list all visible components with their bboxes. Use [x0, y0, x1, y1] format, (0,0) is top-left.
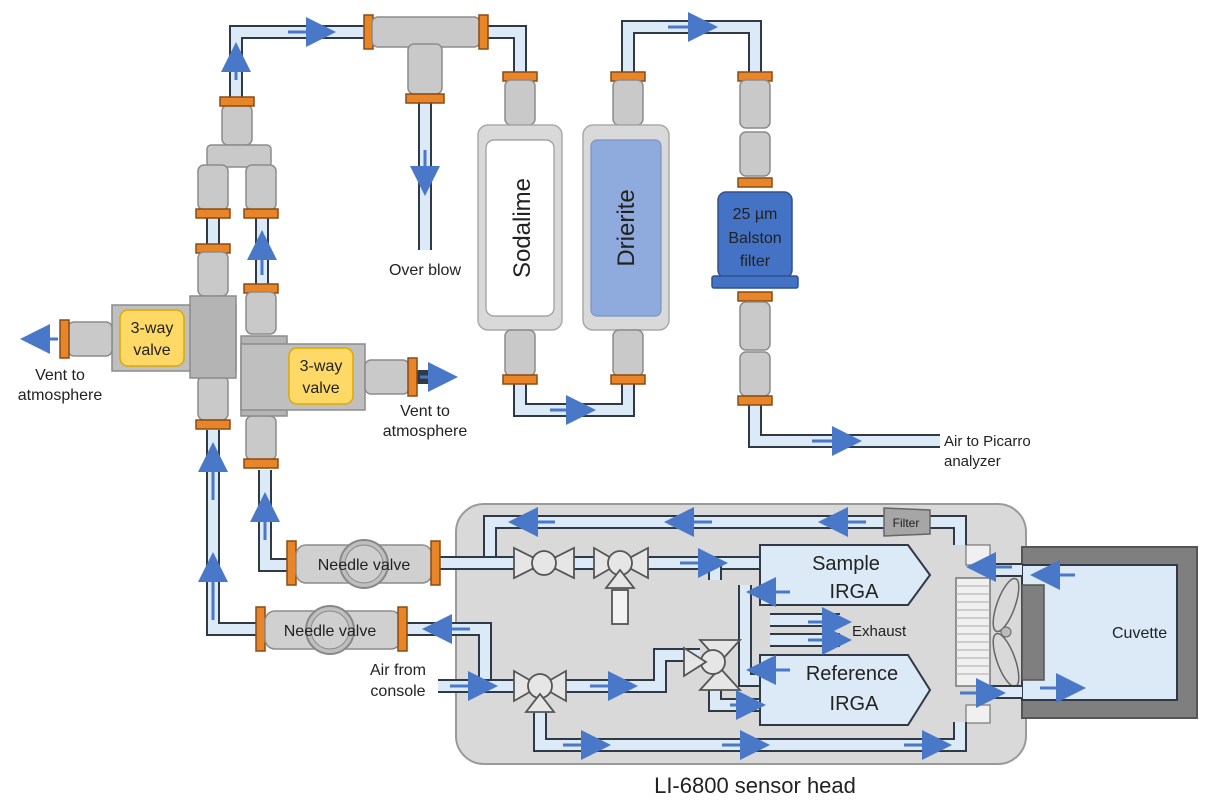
filter-line1: 25 µm	[733, 206, 778, 223]
vent-left-line1: Vent to	[35, 367, 85, 384]
left-column-fittings	[195, 96, 279, 469]
sample-line1: Sample	[812, 553, 880, 575]
exhaust-label: Exhaust	[852, 623, 907, 640]
valve-icons	[513, 546, 743, 713]
sensor-head-label: LI-6800 sensor head	[654, 773, 856, 798]
cuvette-label: Cuvette	[1112, 625, 1167, 642]
vent-left-line2: atmosphere	[18, 387, 103, 404]
three-way-valve-right: 3-way valve	[240, 335, 418, 417]
balston-filter: 25 µm Balston filter	[711, 71, 799, 406]
reference-line1: Reference	[806, 663, 898, 685]
needle-lower-label: Needle valve	[284, 623, 377, 640]
valve-right-line2: valve	[302, 380, 339, 397]
needle-valve-lower: Needle valve	[255, 605, 408, 655]
picarro-line1: Air to Picarro	[944, 433, 1031, 450]
filter-line2: Balston	[728, 230, 781, 247]
flow-arrows	[198, 12, 1086, 760]
air-console-line2: console	[370, 683, 425, 700]
top-tee-fitting	[363, 14, 489, 104]
vent-right-line2: atmosphere	[383, 423, 468, 440]
filter-line3: filter	[740, 253, 771, 270]
valve-left-line1: 3-way	[131, 320, 174, 337]
small-filter-label: Filter	[893, 516, 920, 530]
three-way-valve-left: 3-way valve	[59, 295, 237, 379]
over-blow-label: Over blow	[389, 262, 461, 279]
upper-port-block	[965, 544, 991, 566]
cuvette-gasket	[1021, 584, 1045, 681]
sodalime-label: Sodalime	[509, 178, 536, 278]
lower-port-block	[965, 704, 991, 724]
sample-irga: Sample IRGA	[759, 544, 932, 606]
picarro-line2: analyzer	[944, 453, 1001, 470]
air-console-line1: Air from	[370, 662, 426, 679]
reference-line2: IRGA	[830, 693, 880, 715]
heat-exchanger-fins	[956, 585, 990, 675]
reference-irga: Reference IRGA	[759, 654, 932, 726]
small-filter: Filter	[883, 507, 931, 537]
drierite-label: Drierite	[613, 189, 640, 266]
vent-right-line1: Vent to	[400, 403, 450, 420]
valve-left-line2: valve	[133, 342, 170, 359]
valve-right-line1: 3-way	[300, 358, 343, 375]
sodalime-column: Sodalime	[477, 71, 563, 385]
needle-upper-label: Needle valve	[318, 557, 411, 574]
needle-valve-upper: Needle valve	[286, 539, 441, 589]
sample-line2: IRGA	[830, 581, 880, 603]
drierite-column: Drierite	[582, 71, 670, 385]
